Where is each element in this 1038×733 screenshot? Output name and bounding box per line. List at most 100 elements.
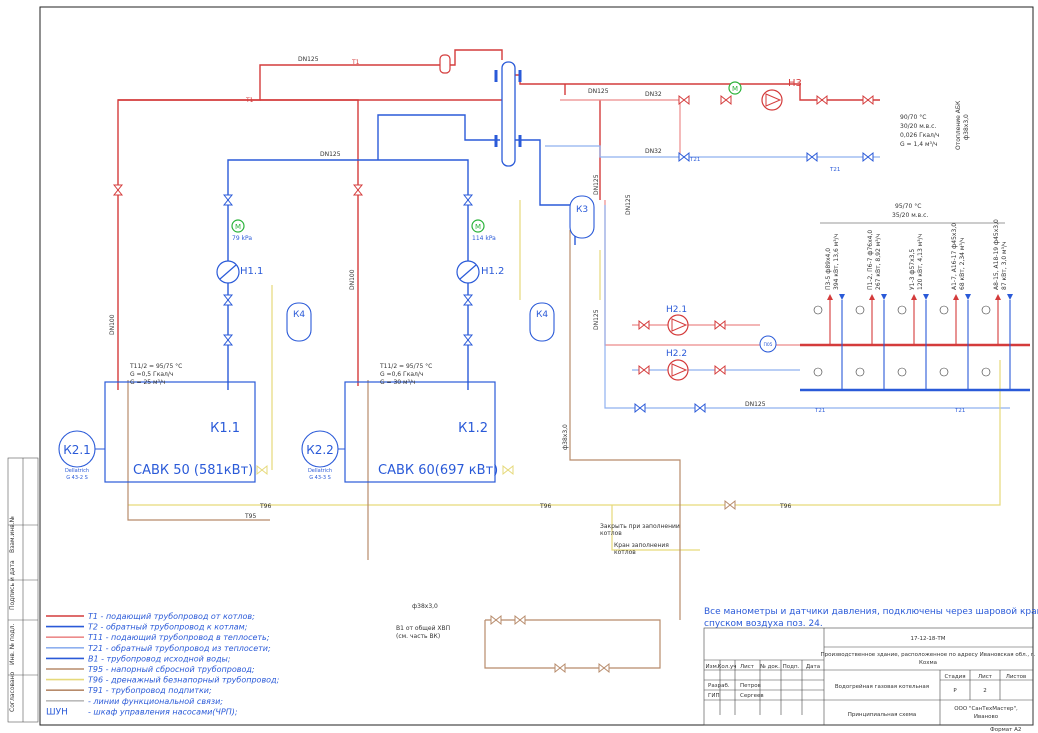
legend: Т1 - подающий трубопровод от котлов;Т2 -… [46,612,280,717]
pipe-tag-t96-c: Т96 [779,503,791,510]
valve-icon [806,151,818,163]
note-close: Закрыть при заполнении [600,523,680,530]
boiler-k1-2-model: САВК 60(697 кВт) [378,463,498,478]
abk-pipe: ф38х3,0 [963,114,970,140]
note-fill: Кран заполнения [614,542,669,549]
valve-icon [598,662,610,674]
dn-label-7: DN100 [109,314,116,335]
gauge-icon [981,367,991,377]
consumer-load: 120 кВт, 4,13 м³/ч [917,234,924,290]
gauge-icon [813,305,823,315]
note-fill-2: котлов [614,549,636,556]
boiler-k1-1 [104,381,256,483]
valve-icon [222,334,234,346]
pipe-tag-t21-a: Т21 [814,408,825,414]
format-label: Формат А2 [990,727,1021,733]
consumer-return-arrow [881,294,887,300]
boiler-k1-1-model: САВК 50 (581кВт) [133,463,253,478]
pipe-tag-t96-a: Т96 [259,503,271,510]
consumer-return-arrow [923,294,929,300]
boiler2-param-2: G =0,6 Гкал/ч [380,371,423,378]
hydraulic-separator [501,61,516,167]
note-close-2: котлов [600,530,622,537]
legend-symbol: ШУН [46,707,68,717]
consumer-load: 394 кВт, 13,6 м³/ч [833,234,840,290]
gauge-icon [939,367,949,377]
company: ООО "СанТехМастер", [954,706,1018,712]
gauge-icon [981,305,991,315]
valve-icon [862,94,874,106]
boiler-k1-2 [344,381,496,483]
consumer-load: 267 кВт, 8,92 м³/ч [875,234,882,290]
stamp-label-4: Согласовано [9,671,16,712]
pump-h1-2-tag: Н1.2 [481,266,504,277]
valve-icon [714,364,726,376]
valve-icon [678,94,690,106]
motor-valve-3-letter: М [732,85,738,93]
legend-entry: Т11 - подающий трубопровод в теплосеть; [88,633,270,642]
title-block [703,627,1034,726]
left-margin-stamp [7,457,39,723]
air-vent [439,54,451,74]
consumer-return-arrow [839,294,845,300]
abk-param-1: 90/70 °С [900,114,926,121]
pipe-tag-t21-c: Т21 [689,157,700,163]
pump-h1-1 [216,260,240,284]
valve-icon [638,319,650,331]
valve-icon [462,294,474,306]
valve-icon [222,194,234,206]
boiler1-param-3: G = 25 м³/ч [130,379,166,386]
dn-label-4: DN125 [588,88,609,95]
valve-icon [112,184,124,196]
dn-label-10: DN125 [625,194,632,215]
stamp-label-1: Взам.инв.№ [9,516,16,553]
consumer-supply-arrow [995,294,1001,300]
pressure-2: 114 kPa [472,235,496,242]
gauge-icon [813,367,823,377]
legend-entry: Т95 - напорный сбросной трубопровод; [88,665,255,674]
expansion-tank-k3-tag: К3 [576,205,588,215]
consumer-load: 68 кВт, 2,34 м³/ч [959,238,966,290]
abk-param-3: 0,026 Гкал/ч [900,132,939,139]
legend-entry: Т2 - обратный трубопровод к котлам; [88,623,248,632]
consumer-supply-arrow [953,294,959,300]
pump-h2-2 [667,359,689,381]
pipe-label-38: ф38х3,0 [562,424,569,450]
boiler-k1-1-tag: К1.1 [210,421,240,436]
boiler-k1-2-tag: К1.2 [458,421,488,436]
pump-h2-2-tag: Н2.2 [666,349,687,359]
net-param-1: 95/70 °С [895,203,921,210]
consumer-name: У1-3 ф57х3,5 [909,249,916,290]
burner-k2-2-tag: К2.2 [306,443,334,457]
note-gauges-2: спуском воздуха поз. 24. [704,619,823,629]
boiler1-param-2: G =0,5 Гкал/ч [130,371,173,378]
col-sheets: Листов [1006,674,1027,680]
pump-h1-2 [456,260,480,284]
dn-label-11: DN125 [593,309,600,330]
legend-entry: Т21 - обратный трубопровод из теплосети; [88,644,271,653]
boiler1-param-1: Т11/2 = 95/75 °С [129,363,182,370]
object-name: Водогрейная газовая котельная [835,683,929,690]
burner-k2-1 [58,430,105,468]
valve-icon [462,194,474,206]
col-stage: Стадия [944,674,965,680]
valve-icon [462,334,474,346]
pipe-tag-t96-b: Т96 [539,503,551,510]
abk-param-4: G = 1,4 м³/ч [900,141,937,148]
legend-entry: Т91 - трубопровод подпитки; [88,686,212,695]
role-gip: ГИП [708,693,720,699]
separator-flanges [494,70,522,147]
burner-k2-2-make: Dellatrich [308,468,332,474]
net-param-2: 35/20 м.в.с. [892,212,928,219]
flow-meter-label: П05 [763,342,772,348]
boiler2-param-1: Т11/2 = 95/75 °С [379,363,432,370]
burner-k2-1-model: G 43-2 S [66,475,88,481]
burner-k2-2-model: G 43-3 S [309,475,331,481]
col-date: Дата [806,664,820,670]
pipe-tag-t21-b: Т21 [954,408,965,414]
pipe-t2-return [227,114,576,390]
valve-icon [502,464,514,476]
gauge-icon [897,367,907,377]
